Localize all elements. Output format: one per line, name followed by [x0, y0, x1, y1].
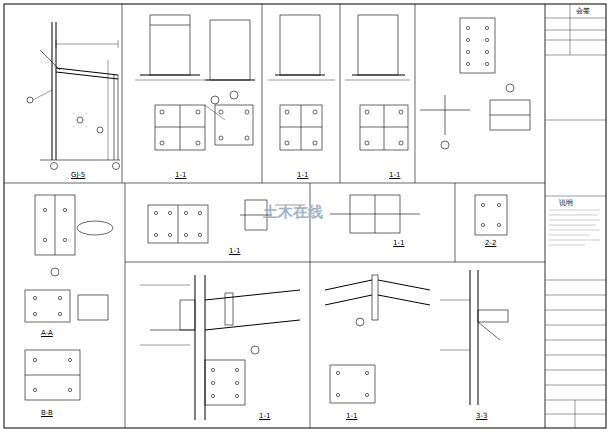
section-label: A-A	[40, 330, 54, 337]
section-label: GJ-5	[70, 172, 86, 179]
section-label: 1-1	[174, 172, 187, 179]
section-label: 1-1	[392, 240, 405, 247]
watermark: 土木在线	[262, 205, 324, 220]
section-label: B-B	[40, 410, 54, 417]
section-label: 2-2	[484, 240, 497, 247]
title-block-text: 说明	[558, 200, 574, 207]
section-label: 1-1	[388, 172, 401, 179]
title-block-text: 会签	[575, 8, 591, 15]
section-label: 1-1	[345, 413, 358, 420]
section-label: 1-1	[228, 248, 241, 255]
section-label: 3-3	[475, 413, 488, 420]
section-label: 1-1	[258, 413, 271, 420]
section-label: 1-1	[296, 172, 309, 179]
